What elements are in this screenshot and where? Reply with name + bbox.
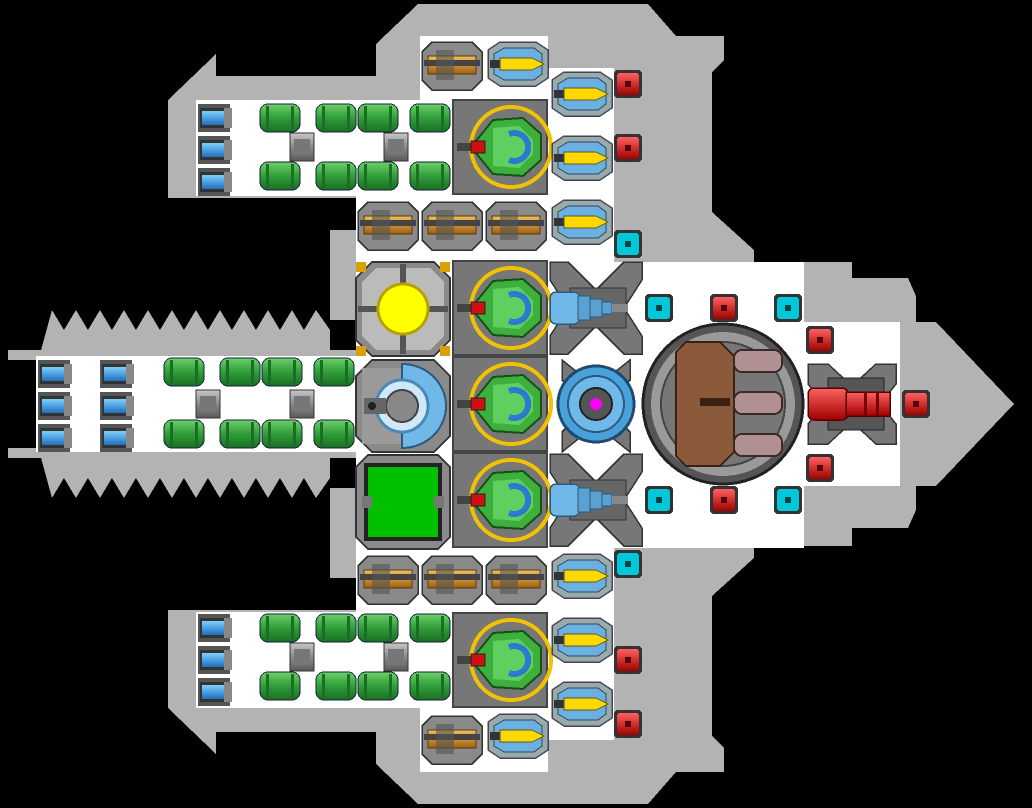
armor-node-red-icon[interactable] xyxy=(710,294,738,322)
armor-node-cyan-icon[interactable] xyxy=(614,230,642,258)
missile-launcher-icon[interactable] xyxy=(551,199,613,245)
missile-launcher-icon[interactable] xyxy=(551,553,613,599)
hull-cutout xyxy=(0,198,168,298)
missile-launcher-icon[interactable] xyxy=(487,41,549,87)
armor-node-red-icon[interactable] xyxy=(614,134,642,162)
gyroscope-icon[interactable] xyxy=(453,261,551,355)
hull-serration-bottom xyxy=(40,454,330,498)
pipe-joint-icon xyxy=(383,132,409,162)
fuel-tank-icon xyxy=(409,161,451,191)
thruster-nozzle-icon xyxy=(198,678,232,706)
fuel-tank-icon xyxy=(357,671,399,701)
armor-node-cyan-icon[interactable] xyxy=(645,294,673,322)
sensor-core[interactable] xyxy=(556,358,636,454)
fuel-tank-icon xyxy=(357,161,399,191)
missile-launcher-icon[interactable] xyxy=(551,135,613,181)
thruster-nozzle-icon xyxy=(38,424,72,452)
missile-launcher-icon[interactable] xyxy=(551,681,613,727)
fuel-tank-icon xyxy=(163,357,205,387)
fuel-tank-icon xyxy=(261,357,303,387)
generator-panel-icon xyxy=(368,467,438,537)
ammo-rack-icon[interactable] xyxy=(357,201,419,251)
thruster-nozzle-icon xyxy=(38,360,72,388)
fuel-tank-icon xyxy=(409,103,451,133)
fuel-tank-icon xyxy=(259,103,301,133)
thruster-nozzle-icon xyxy=(198,168,232,196)
fuel-tank-icon xyxy=(259,671,301,701)
cockpit-turret[interactable] xyxy=(641,322,805,486)
armor-node-cyan-icon[interactable] xyxy=(614,550,642,578)
fuel-tank-icon xyxy=(315,671,357,701)
fuel-tank-icon xyxy=(357,613,399,643)
fuel-tank-icon xyxy=(261,419,303,449)
ammo-rack-icon[interactable] xyxy=(421,555,483,605)
gyroscope-column xyxy=(453,100,551,707)
gyroscope-icon[interactable] xyxy=(453,357,551,451)
fuel-tank-icon xyxy=(409,671,451,701)
thruster-nozzle-icon xyxy=(198,646,232,674)
pipe-joint-icon xyxy=(289,389,315,419)
fuel-tank-icon xyxy=(315,613,357,643)
hull-serration-top xyxy=(40,310,330,354)
fuel-tank-icon xyxy=(163,419,205,449)
hull-cutout xyxy=(0,510,168,610)
fuel-tank-icon xyxy=(219,357,261,387)
pipe-joint-icon xyxy=(195,389,221,419)
gyroscope-icon[interactable] xyxy=(453,100,551,194)
armor-node-red-icon[interactable] xyxy=(710,486,738,514)
reactor-core[interactable] xyxy=(355,261,451,357)
fuel-tank-icon xyxy=(313,419,355,449)
missile-launcher-icon[interactable] xyxy=(551,617,613,663)
ammo-rack-icon[interactable] xyxy=(421,201,483,251)
ammo-rack-icon[interactable] xyxy=(421,41,483,91)
shield-core[interactable] xyxy=(355,359,451,453)
armor-node-red-icon[interactable] xyxy=(806,326,834,354)
thruster-nozzle-icon xyxy=(198,614,232,642)
fuel-tank-icon xyxy=(259,161,301,191)
ammo-rack-icon[interactable] xyxy=(485,201,547,251)
ammo-rack-icon[interactable] xyxy=(357,555,419,605)
cannon-barrels xyxy=(733,349,783,457)
armor-node-red-icon[interactable] xyxy=(806,454,834,482)
armor-node-cyan-icon[interactable] xyxy=(774,294,802,322)
fuel-tank-icon xyxy=(357,103,399,133)
thruster-nozzle-icon xyxy=(100,360,134,388)
fuel-tank-icon xyxy=(409,613,451,643)
ammo-rack-icon[interactable] xyxy=(421,715,483,765)
fuel-tank-icon xyxy=(315,103,357,133)
thruster-nozzle-icon xyxy=(100,424,134,452)
armor-node-red-icon[interactable] xyxy=(614,710,642,738)
gyroscope-icon[interactable] xyxy=(453,613,551,707)
heavy-cannon[interactable] xyxy=(807,363,897,445)
pipe-joint-icon xyxy=(289,642,315,672)
armor-node-red-icon[interactable] xyxy=(614,646,642,674)
missile-launcher-icon[interactable] xyxy=(551,71,613,117)
pipe-joint-icon xyxy=(289,132,315,162)
pipe-joint-icon xyxy=(383,642,409,672)
armor-node-cyan-icon[interactable] xyxy=(774,486,802,514)
ammo-rack-icon[interactable] xyxy=(485,555,547,605)
fuel-tank-icon xyxy=(259,613,301,643)
fuel-tank-icon xyxy=(219,419,261,449)
thruster-nozzle-icon xyxy=(198,136,232,164)
fuel-tank-icon xyxy=(313,357,355,387)
thruster-nozzle-icon xyxy=(38,392,72,420)
power-generator[interactable] xyxy=(355,454,451,550)
thruster-nozzle-icon xyxy=(100,392,134,420)
thruster-nozzle-icon xyxy=(198,104,232,132)
armor-node-cyan-icon[interactable] xyxy=(645,486,673,514)
missile-launcher-icon[interactable] xyxy=(487,713,549,759)
fuel-tank-icon xyxy=(315,161,357,191)
armor-node-red-icon[interactable] xyxy=(614,70,642,98)
reactor-glow-icon xyxy=(376,282,430,336)
gyroscope-icon[interactable] xyxy=(453,453,551,547)
armor-node-red-icon[interactable] xyxy=(902,390,930,418)
core-light-icon xyxy=(590,398,602,410)
